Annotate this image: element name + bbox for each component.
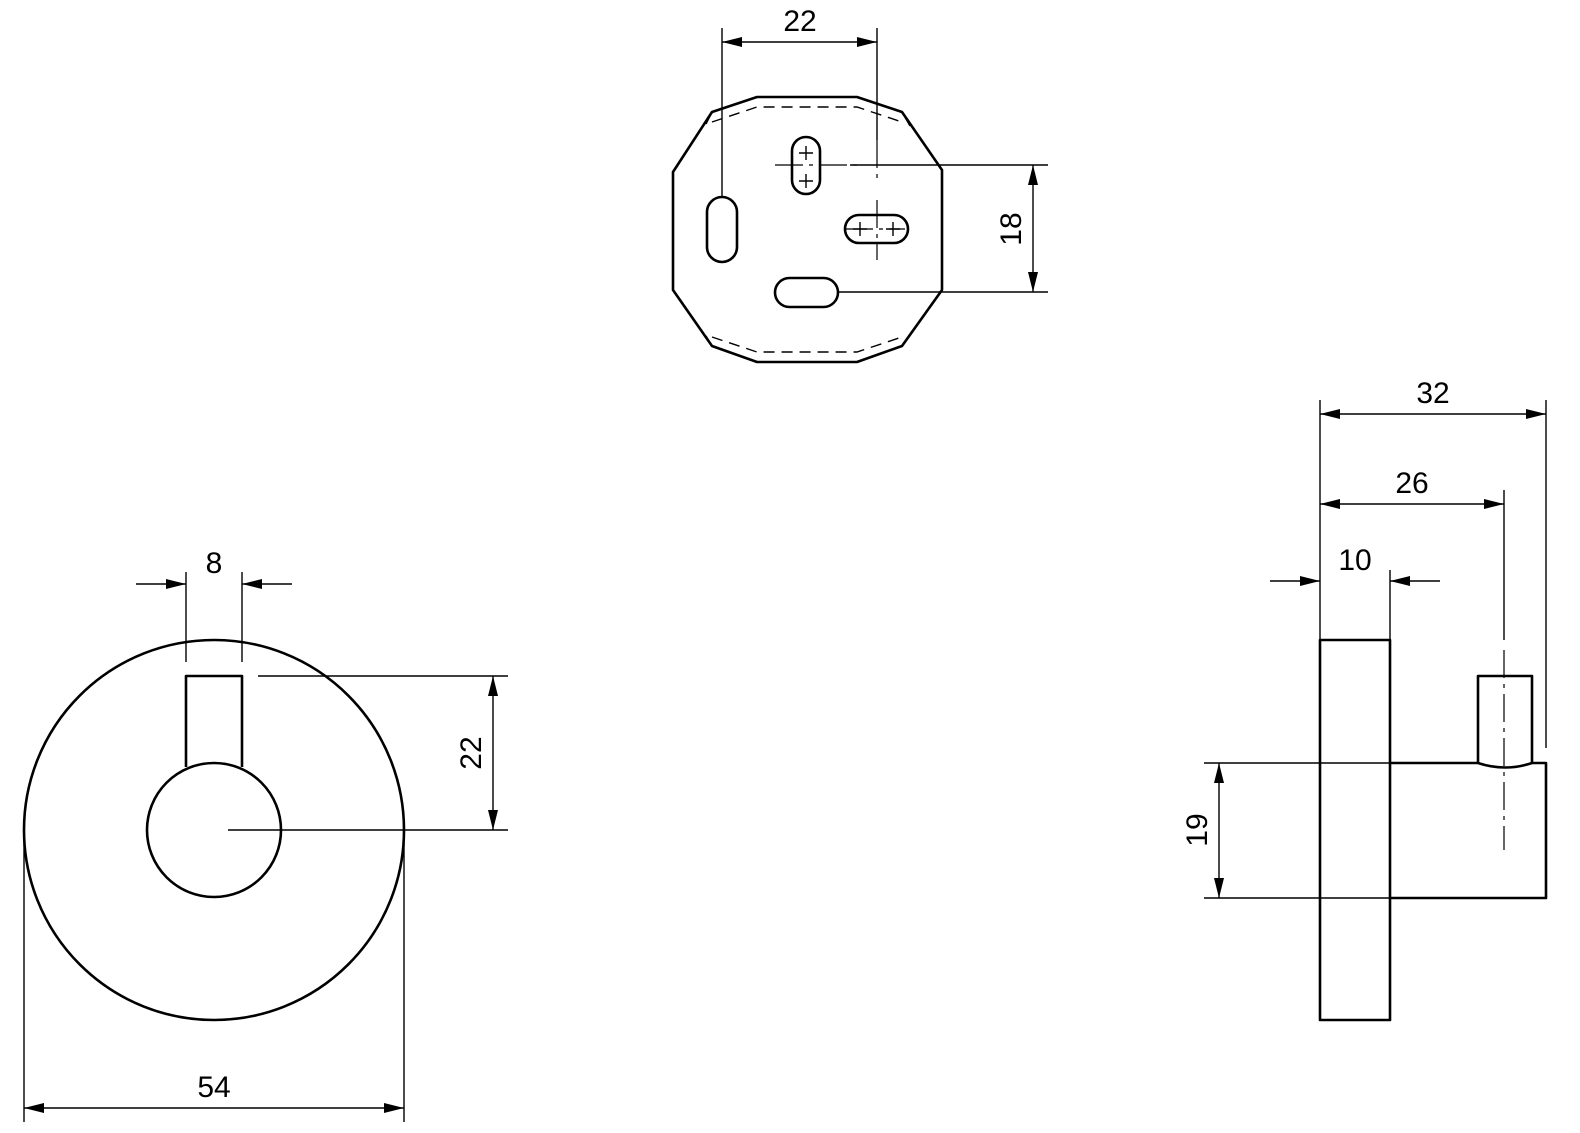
wall-plate bbox=[1318, 638, 1392, 1022]
plate-hidden-edges bbox=[711, 106, 903, 353]
top-view: 22 18 bbox=[671, 5, 1048, 364]
dim-text-32: 32 bbox=[1416, 377, 1449, 410]
front-view: 8 22 54 bbox=[22, 547, 508, 1122]
hook-post bbox=[184, 674, 244, 767]
dim-text-18: 18 bbox=[995, 212, 1028, 245]
dim-text-19: 19 bbox=[1181, 813, 1214, 846]
dim-text-26: 26 bbox=[1395, 467, 1428, 500]
side-view: 32 26 10 19 bbox=[1181, 377, 1548, 1022]
dim-text-54: 54 bbox=[197, 1071, 230, 1104]
plate-inner-chamfers bbox=[705, 111, 911, 347]
dim-text-22-vertical: 22 bbox=[455, 736, 488, 769]
slot-bottom bbox=[773, 276, 840, 309]
dim-text-8: 8 bbox=[206, 547, 223, 580]
dim-text-10: 10 bbox=[1338, 544, 1371, 577]
hook-tip bbox=[1476, 674, 1534, 763]
dim-text-22-top: 22 bbox=[783, 5, 816, 38]
slot-left bbox=[705, 195, 739, 264]
hook-body bbox=[1390, 761, 1548, 900]
